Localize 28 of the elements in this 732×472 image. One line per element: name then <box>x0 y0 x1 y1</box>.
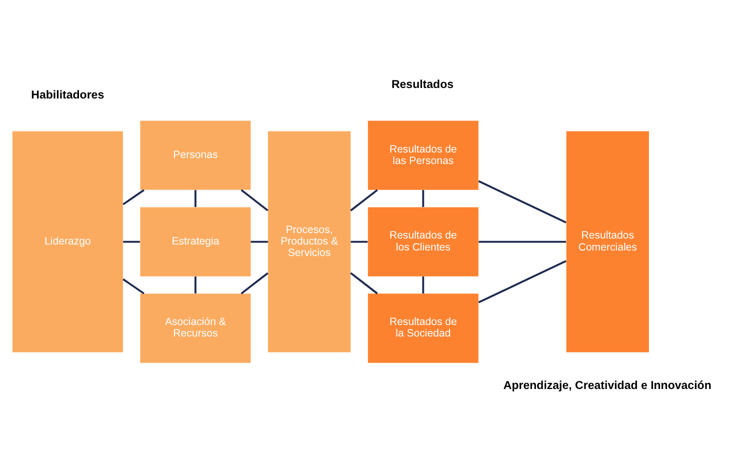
connector <box>250 240 268 242</box>
connector <box>350 272 378 294</box>
connector <box>350 240 368 242</box>
node-box: Estrategia <box>140 206 251 276</box>
connector <box>350 188 378 211</box>
label: Aprendizaje, Creatividad e Innovación <box>503 379 712 392</box>
node-box: Resultados de la Sociedad <box>368 293 478 362</box>
connector <box>122 278 144 294</box>
connector <box>240 272 268 294</box>
connector <box>422 190 424 206</box>
connector <box>240 188 268 211</box>
node-box: Asociación & Recursos <box>140 293 251 362</box>
node-box: Liderazgo <box>12 130 123 352</box>
connector <box>478 180 566 223</box>
node-box: Resultados Comerciales <box>566 130 649 352</box>
label: Resultados <box>391 78 454 91</box>
connector <box>478 240 566 242</box>
connector <box>478 260 566 303</box>
connector <box>123 240 140 242</box>
node-box: Resultados de los Clientes <box>368 206 478 276</box>
connector <box>194 190 196 206</box>
node-box: Personas <box>140 120 251 190</box>
node-box: Procesos, Productos & Servicios <box>268 130 351 352</box>
label: Habilitadores <box>31 89 104 102</box>
connector <box>422 276 424 293</box>
node-box: Resultados de las Personas <box>368 120 478 190</box>
connector <box>122 188 144 205</box>
connector <box>194 276 196 293</box>
